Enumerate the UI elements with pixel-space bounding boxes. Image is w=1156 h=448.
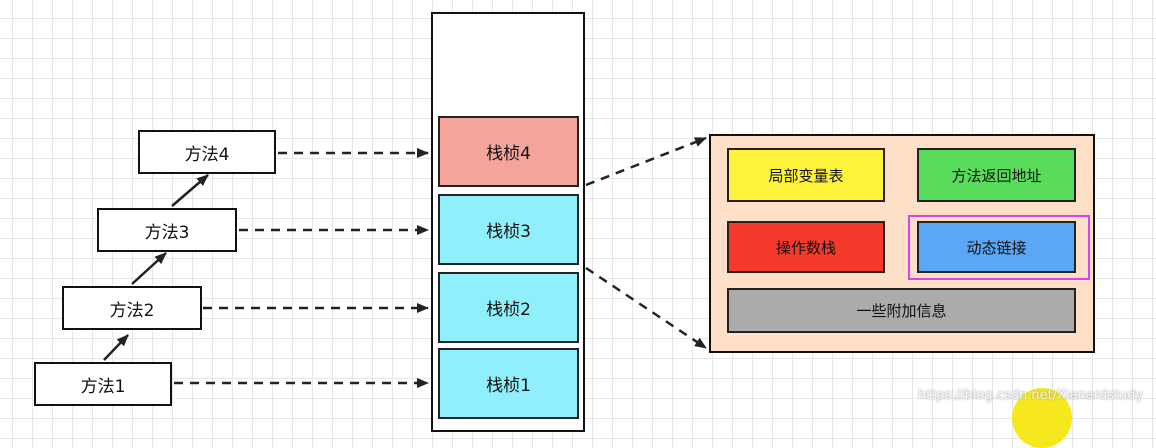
operand-stack: 操作数栈	[727, 221, 885, 273]
call-arrow-1-2	[103, 334, 129, 361]
dynamic-linking-label: 动态链接	[966, 238, 1027, 257]
stack-frame-1-label: 栈桢1	[486, 376, 531, 396]
local-variable-table: 局部变量表	[727, 148, 885, 202]
dynamic-linking-highlight	[908, 215, 1090, 280]
connector-arrows	[103, 136, 707, 388]
operand-stack-label: 操作数栈	[775, 238, 836, 257]
method-3-label: 方法3	[144, 222, 190, 243]
method-4-label: 方法4	[184, 144, 230, 165]
call-arrow-3-4	[171, 174, 209, 207]
stack-frame-1: 栈桢1	[438, 348, 579, 419]
return-address: 方法返回地址	[917, 148, 1076, 202]
call-arrow-2-3	[131, 252, 167, 285]
stack-frame-4-label: 栈桢4	[486, 144, 531, 164]
watermark: https://blog.csdn.net/Xianardstudy	[918, 388, 1144, 403]
stack-frame-4: 栈桢4	[438, 116, 579, 187]
method-2-label: 方法2	[109, 300, 155, 321]
stack-frame-2-label: 栈桢2	[486, 300, 531, 320]
method-1-label: 方法1	[80, 376, 126, 397]
method-4-box: 方法4	[138, 130, 276, 174]
additional-info: 一些附加信息	[727, 288, 1076, 333]
method-3-box: 方法3	[97, 208, 237, 252]
stack-frame-3: 栈桢3	[438, 194, 579, 265]
additional-info-label: 一些附加信息	[856, 302, 947, 320]
method-1-box: 方法1	[34, 362, 172, 406]
return-address-label: 方法返回地址	[951, 166, 1042, 185]
expand-arrow-bottom	[585, 266, 707, 350]
local-variable-table-label: 局部变量表	[768, 166, 844, 185]
expand-arrow-top	[585, 136, 707, 187]
stack-frame-3-label: 栈桢3	[486, 222, 531, 242]
dynamic-linking: 动态链接	[917, 221, 1076, 273]
method-2-box: 方法2	[62, 286, 202, 330]
stack-frame-2: 栈桢2	[438, 272, 579, 343]
